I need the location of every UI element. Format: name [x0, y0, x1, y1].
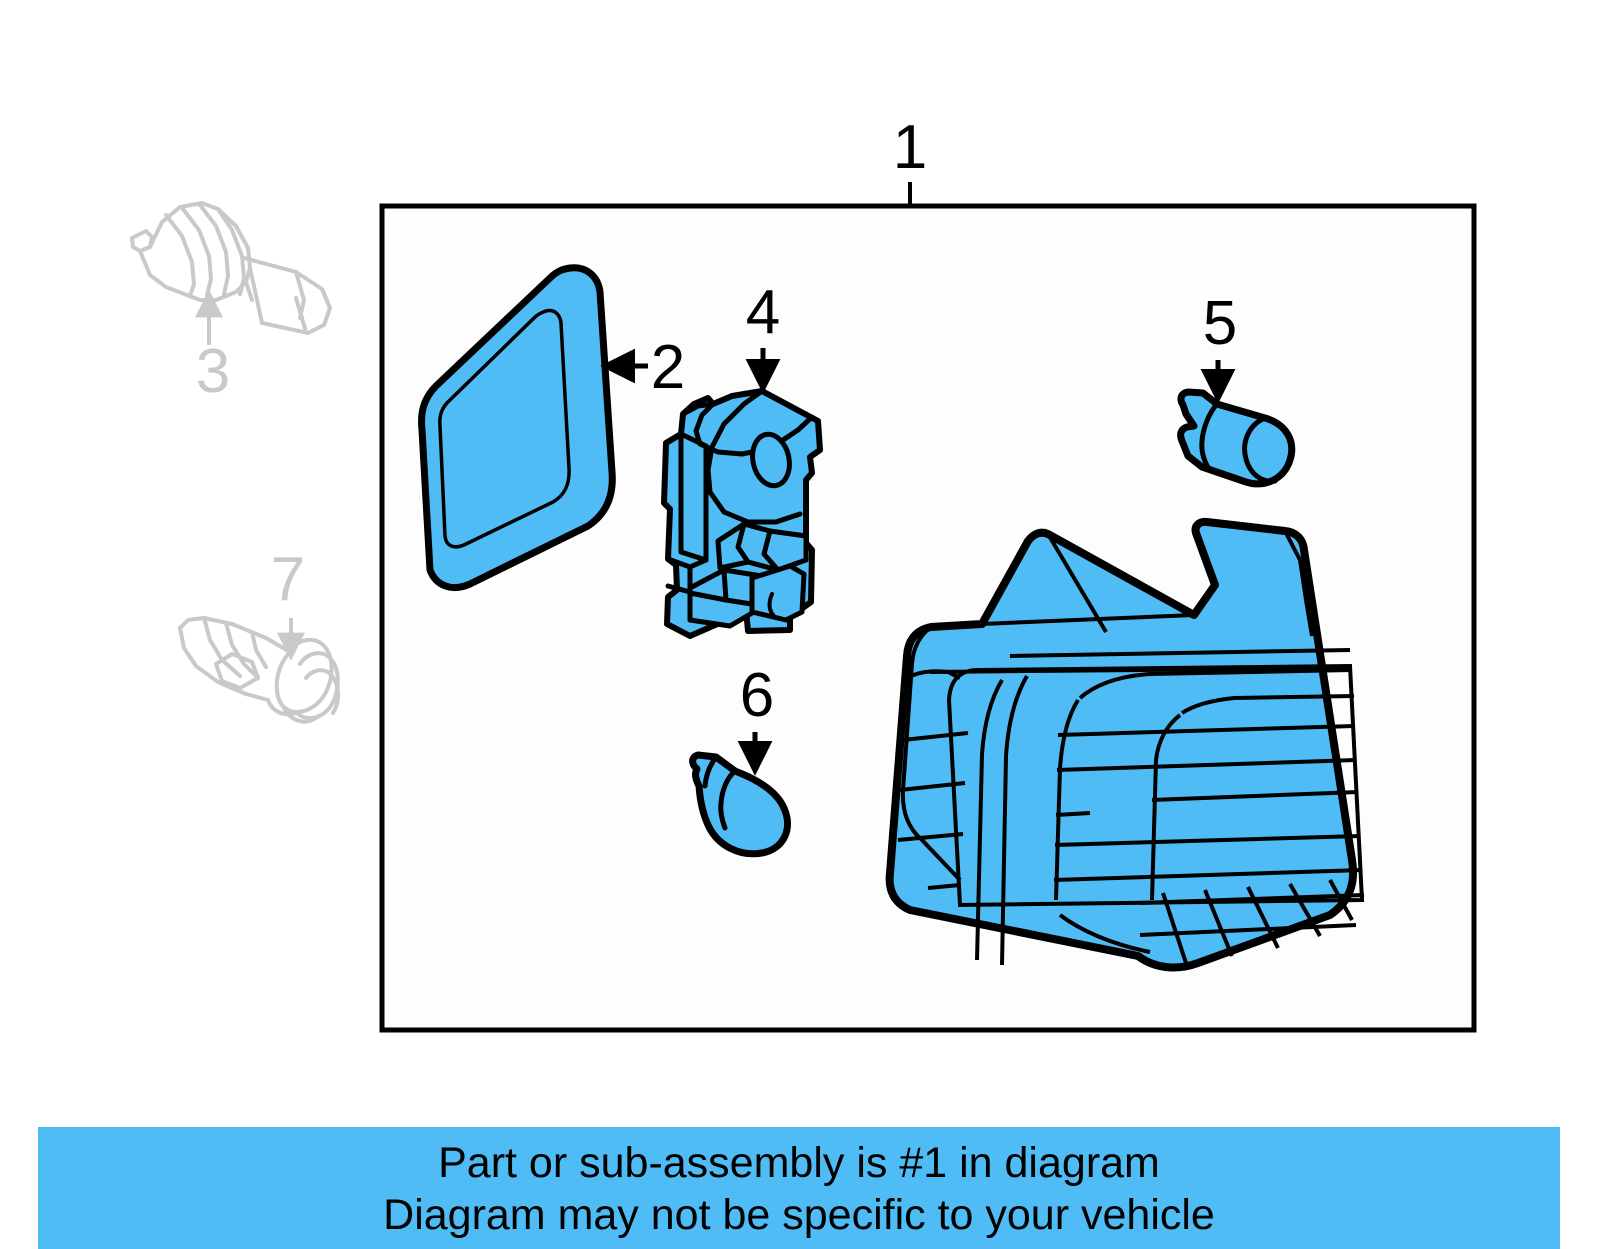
- ghost-socket-upper: [130, 201, 332, 335]
- callout-5-label: 5: [1203, 289, 1237, 358]
- bulb-upper-right: [1177, 388, 1296, 488]
- info-banner: Part or sub-assembly is #1 in diagram Di…: [38, 1127, 1560, 1249]
- callout-7-label: 7: [271, 545, 305, 614]
- bulb-lower: [689, 751, 791, 858]
- callout-2-label: 2: [651, 333, 685, 402]
- callout-6-label: 6: [740, 661, 774, 730]
- info-banner-line-1: Part or sub-assembly is #1 in diagram: [438, 1139, 1160, 1187]
- info-banner-line-2: Diagram may not be specific to your vehi…: [383, 1191, 1215, 1239]
- callout-4-label: 4: [746, 278, 780, 347]
- ghost-socket-lower: [178, 616, 341, 724]
- callout-3-label: 3: [196, 337, 230, 406]
- bulb-socket-connector: [661, 388, 823, 639]
- lamp-gasket: [418, 264, 616, 591]
- tail-lamp-lens: [885, 517, 1365, 972]
- callout-1-label: 1: [893, 113, 927, 182]
